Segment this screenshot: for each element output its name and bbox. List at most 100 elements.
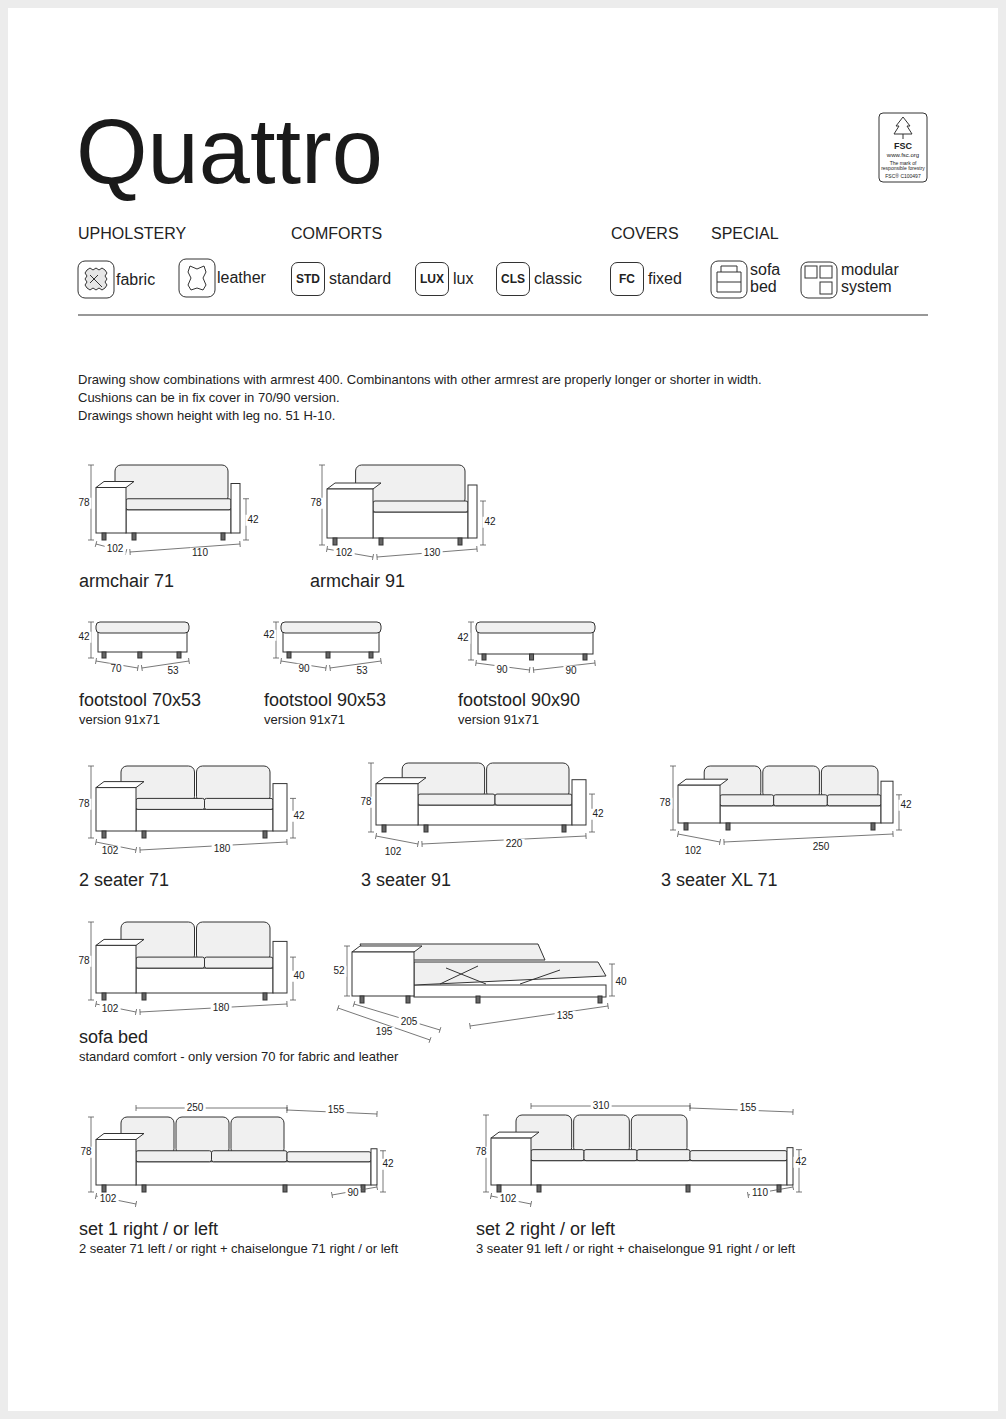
- right-armrest: [273, 941, 287, 993]
- seat-cushion: [205, 957, 274, 968]
- dimension-line: [375, 833, 418, 847]
- caption-text: SPECIAL: [711, 225, 779, 243]
- dimension-value: 102: [98, 1194, 119, 1205]
- fabric-weave: [90, 275, 98, 283]
- left-armrest-top: [96, 482, 134, 488]
- caption-text: Cushions can be in fix cover in 70/90 ve…: [78, 391, 340, 406]
- left-armrest: [327, 489, 373, 538]
- dimension-value: 102: [683, 846, 704, 857]
- fsc-logo-frame: [879, 113, 927, 182]
- icon-code: LUX: [415, 262, 449, 296]
- dimension-value: 42: [291, 811, 306, 822]
- header-rule: [78, 314, 928, 315]
- dimension-stroke: [678, 834, 720, 842]
- back-cushion: [231, 1117, 284, 1155]
- sofa-base: [373, 512, 468, 538]
- dimension-value: 250: [185, 1103, 206, 1114]
- left-armrest: [96, 1140, 136, 1186]
- footstool-base: [478, 632, 593, 654]
- dimension-stroke: [130, 544, 240, 552]
- dimension-value: 70: [108, 664, 123, 675]
- sofa-bed-mattress: [414, 962, 606, 985]
- leg: [326, 652, 330, 658]
- sofa-base: [531, 1161, 787, 1185]
- left-armrest-top: [327, 483, 381, 489]
- product-name: sofa bed: [79, 1027, 148, 1048]
- dimension-value: 78: [358, 797, 373, 808]
- sofa-bed-frame: [414, 985, 606, 997]
- dimension-value: 135: [555, 1011, 576, 1022]
- dimension-line: [136, 1105, 287, 1111]
- leg: [102, 652, 106, 658]
- dimension-value: 78: [76, 956, 91, 967]
- footstool-base: [98, 632, 187, 652]
- dimension-line: [326, 546, 373, 560]
- dimension-value: 52: [331, 966, 346, 977]
- seat-cushion: [584, 1150, 637, 1161]
- dimension-tick: [140, 1001, 287, 1015]
- dimension-stroke: [724, 834, 893, 842]
- leg: [497, 1185, 501, 1192]
- leg: [406, 996, 410, 1003]
- leg: [598, 996, 602, 1003]
- chaise-cushion: [287, 1152, 371, 1162]
- icon-code: STD: [291, 262, 325, 296]
- sofa-base: [136, 1162, 371, 1185]
- fabric-weave: [90, 275, 102, 287]
- leg: [361, 1185, 365, 1192]
- logo-text: FSC® C100497: [885, 174, 920, 180]
- dimension-tick: [380, 1151, 386, 1192]
- left-armrest-top: [376, 778, 426, 784]
- caption-text: version 91x71: [264, 713, 345, 728]
- seat-cushion: [373, 501, 468, 512]
- icon-label: standard: [329, 270, 391, 288]
- chaise-end: [787, 1148, 793, 1185]
- left-armrest: [96, 488, 126, 534]
- dimension-line: [677, 831, 720, 845]
- leg: [369, 652, 373, 658]
- dimension-tick: [677, 831, 720, 845]
- leg: [562, 825, 566, 832]
- sofa-bed-icon: [711, 261, 747, 298]
- seat-cushion: [495, 794, 572, 805]
- dimension-value: 220: [504, 839, 525, 850]
- seat-cushion: [531, 1150, 584, 1161]
- icon-label: classic: [534, 270, 582, 288]
- sofa-bed-mechanism: [440, 966, 478, 984]
- dimension-tick: [326, 546, 373, 560]
- sofa-base: [136, 809, 273, 831]
- option-icon: CLSclassic: [496, 262, 582, 296]
- sofa-base: [126, 510, 231, 533]
- dimension-value: 42: [793, 1157, 808, 1168]
- left-armrest-top: [96, 939, 144, 945]
- dimension-value: 90: [296, 664, 311, 675]
- product-name: footstool 90x90: [458, 690, 580, 711]
- leg: [142, 831, 146, 838]
- sofa-bed-mechanism: [446, 968, 486, 984]
- back-cushion: [115, 465, 228, 503]
- dimension-tick: [331, 1184, 377, 1198]
- right-armrest: [572, 780, 586, 825]
- dimension-stroke: [383, 1151, 384, 1192]
- dimension-value: 155: [326, 1105, 347, 1116]
- sofa-bed-seat: [717, 282, 741, 283]
- dimension-line: [95, 541, 127, 555]
- dimension-value: 195: [374, 1027, 395, 1038]
- leg: [333, 538, 337, 545]
- dimension-line: [747, 1184, 793, 1198]
- dimension-value: 53: [354, 666, 369, 677]
- right-armrest: [468, 485, 477, 538]
- leg: [686, 1185, 690, 1192]
- back-cushion: [176, 1117, 229, 1155]
- leg: [530, 654, 534, 660]
- leg: [102, 533, 106, 540]
- leg: [360, 996, 364, 1003]
- dimension-stroke: [471, 622, 472, 660]
- icon-code: CLS: [496, 262, 530, 296]
- dimension-stroke: [612, 964, 613, 996]
- dimension-value: 42: [261, 630, 276, 641]
- leg: [102, 831, 106, 838]
- option-icon: LUXlux: [415, 262, 473, 296]
- dimension-line: [95, 1001, 136, 1015]
- caption-text: 3 seater 91 left / or right + chaiselong…: [476, 1242, 795, 1257]
